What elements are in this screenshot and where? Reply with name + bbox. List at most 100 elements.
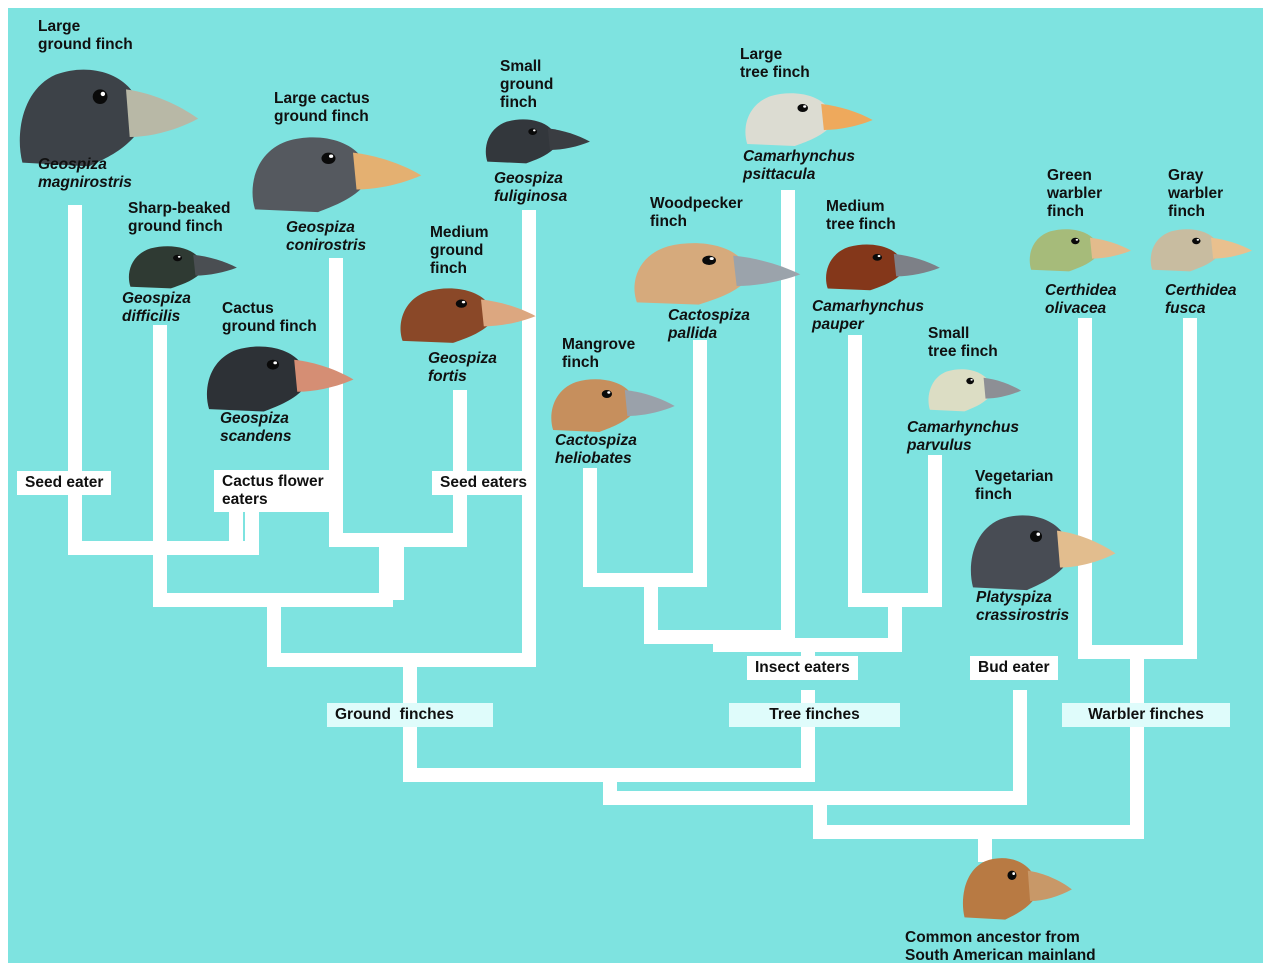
scientific-name-geospiza-difficilis: Geospiza difficilis bbox=[122, 290, 191, 325]
large-ground-finch-head-shape bbox=[19, 69, 138, 167]
mangrove-finch-head-icon bbox=[551, 379, 675, 432]
common-ancestor-eye-glint bbox=[1012, 872, 1016, 875]
vegetarian-finch-head-icon bbox=[970, 515, 1116, 591]
common-ancestor-eye-shape bbox=[1007, 870, 1017, 880]
common-ancestor-head-shape bbox=[962, 858, 1035, 920]
common-name-sharp-beaked-ground-finch: Sharp-beaked ground finch bbox=[128, 200, 231, 235]
woodpecker-finch-head-shape bbox=[634, 243, 744, 305]
group-label-ground-finches: Ground finches bbox=[327, 703, 493, 727]
mangrove-finch-eye-shape bbox=[601, 390, 612, 398]
common-name-small-ground-finch: Small ground finch bbox=[500, 58, 554, 111]
medium-tree-finch-eye-glint bbox=[877, 254, 881, 258]
large-tree-finch-beak-shape bbox=[821, 104, 873, 130]
scientific-name-camarhynchus-psittacula: Camarhynchus psittacula bbox=[743, 148, 855, 183]
mangrove-finch-eye-glint bbox=[607, 391, 611, 394]
woodpecker-finch-eye-shape bbox=[702, 255, 716, 265]
sharp-beaked-ground-finch-eye-shape bbox=[173, 254, 182, 262]
common-name-green-warbler-finch: Green warbler finch bbox=[1047, 167, 1103, 220]
small-ground-finch-eye-glint bbox=[533, 129, 536, 132]
gray-warbler-finch-beak-shape bbox=[1211, 237, 1252, 259]
cactus-ground-finch-head-shape bbox=[206, 346, 304, 412]
scientific-name-camarhynchus-pauper: Camarhynchus pauper bbox=[812, 298, 924, 333]
scientific-name-geospiza-fuliginosa: Geospiza fuliginosa bbox=[494, 170, 568, 205]
scientific-name-certhidea-fusca: Certhidea fusca bbox=[1165, 282, 1237, 317]
large-tree-finch-head-icon bbox=[745, 93, 873, 146]
gray-warbler-finch-head-shape bbox=[1150, 229, 1218, 272]
medium-ground-finch-head-icon bbox=[400, 288, 536, 343]
large-ground-finch-beak-shape bbox=[126, 89, 199, 137]
medium-ground-finch-eye-glint bbox=[461, 300, 466, 304]
scientific-name-camarhynchus-parvulus: Camarhynchus parvulus bbox=[907, 419, 1019, 454]
cactus-ground-finch-beak-shape bbox=[294, 359, 354, 392]
cactus-ground-finch-head-icon bbox=[206, 346, 354, 412]
small-ground-finch-eye-shape bbox=[528, 128, 537, 135]
sharp-beaked-ground-finch-eye-glint bbox=[177, 255, 181, 258]
common-name-woodpecker-finch: Woodpecker finch bbox=[650, 195, 743, 230]
small-tree-finch-head-icon bbox=[928, 369, 1022, 412]
scientific-name-cactospiza-pallida: Cactospiza pallida bbox=[668, 307, 750, 342]
scientific-name-platyspiza-crassirostris: Platyspiza crassirostris bbox=[976, 589, 1070, 624]
mangrove-finch-head-shape bbox=[551, 379, 633, 432]
scientific-name-cactospiza-heliobates: Cactospiza heliobates bbox=[555, 432, 637, 467]
medium-tree-finch-head-shape bbox=[826, 244, 901, 291]
branch-ground-clade bbox=[267, 210, 536, 667]
medium-ground-finch-beak-shape bbox=[481, 299, 536, 327]
cactus-ground-finch-eye-glint bbox=[273, 361, 278, 365]
large-cactus-ground-finch-head-icon bbox=[252, 137, 422, 213]
large-ground-finch-head-icon bbox=[19, 69, 199, 167]
large-tree-finch-eye-shape bbox=[797, 104, 808, 112]
large-ground-finch-eye-shape bbox=[92, 89, 108, 104]
common-ancestor-head-icon bbox=[962, 858, 1072, 920]
common-name-large-tree-finch: Large tree finch bbox=[740, 46, 810, 81]
sharp-beaked-ground-finch-beak-shape bbox=[193, 254, 237, 276]
large-ground-finch-eye-glint bbox=[100, 91, 106, 97]
diet-label-cactus-flower-eaters: Cactus flower eaters bbox=[214, 470, 332, 512]
branch-medium-small-tree bbox=[848, 335, 942, 607]
green-warbler-finch-head-icon bbox=[1029, 229, 1131, 272]
vegetarian-finch-beak-shape bbox=[1057, 530, 1116, 568]
group-label-warbler-finches: Warbler finches bbox=[1062, 703, 1230, 727]
large-tree-finch-head-shape bbox=[745, 93, 830, 146]
scientific-name-geospiza-conirostris: Geospiza conirostris bbox=[286, 219, 367, 254]
diet-label-seed-eater: Seed eater bbox=[17, 471, 112, 495]
small-tree-finch-eye-glint bbox=[970, 378, 973, 381]
small-ground-finch-beak-shape bbox=[547, 128, 590, 150]
vegetarian-finch-head-shape bbox=[970, 515, 1066, 591]
green-warbler-finch-beak-shape bbox=[1090, 237, 1131, 259]
mangrove-finch-beak-shape bbox=[624, 390, 675, 416]
small-tree-finch-beak-shape bbox=[983, 377, 1022, 399]
common-name-vegetarian-finch: Vegetarian finch bbox=[975, 468, 1054, 503]
large-cactus-ground-finch-beak-shape bbox=[353, 152, 422, 190]
green-warbler-finch-eye-shape bbox=[1071, 237, 1080, 245]
branch-warbler-pair bbox=[1078, 318, 1197, 659]
common-name-cactus-ground-finch: Cactus ground finch bbox=[222, 300, 317, 335]
medium-tree-finch-beak-shape bbox=[893, 253, 940, 277]
diet-label-bud-eater: Bud eater bbox=[970, 656, 1058, 680]
common-name-large-ground-finch: Large ground finch bbox=[38, 18, 133, 53]
vegetarian-finch-eye-shape bbox=[1030, 530, 1042, 542]
small-ground-finch-head-icon bbox=[485, 119, 590, 164]
common-name-small-tree-finch: Small tree finch bbox=[928, 325, 998, 360]
woodpecker-finch-eye-glint bbox=[709, 257, 714, 260]
green-warbler-finch-eye-glint bbox=[1075, 238, 1079, 241]
medium-tree-finch-head-icon bbox=[826, 244, 940, 291]
gray-warbler-finch-eye-glint bbox=[1196, 238, 1200, 241]
cactus-ground-finch-eye-shape bbox=[266, 359, 279, 370]
diet-label-seed-eaters: Seed eaters bbox=[432, 471, 536, 495]
common-name-common-ancestor: Common ancestor from South American main… bbox=[905, 929, 1096, 964]
common-name-medium-tree-finch: Medium tree finch bbox=[826, 198, 896, 233]
medium-ground-finch-head-shape bbox=[400, 288, 490, 343]
large-cactus-ground-finch-eye-shape bbox=[321, 152, 336, 164]
large-cactus-ground-finch-eye-glint bbox=[329, 154, 334, 158]
small-tree-finch-eye-shape bbox=[966, 377, 974, 385]
common-name-mangrove-finch: Mangrove finch bbox=[562, 336, 636, 371]
large-cactus-ground-finch-head-shape bbox=[252, 137, 364, 213]
diet-label-insect-eaters: Insect eaters bbox=[747, 656, 858, 680]
large-tree-finch-eye-glint bbox=[803, 105, 807, 108]
common-name-gray-warbler-finch: Gray warbler finch bbox=[1168, 167, 1224, 220]
scientific-name-geospiza-fortis: Geospiza fortis bbox=[428, 350, 497, 385]
sharp-beaked-ground-finch-head-shape bbox=[128, 246, 200, 289]
small-ground-finch-head-shape bbox=[485, 119, 555, 164]
group-label-tree-finches: Tree finches bbox=[729, 703, 900, 727]
